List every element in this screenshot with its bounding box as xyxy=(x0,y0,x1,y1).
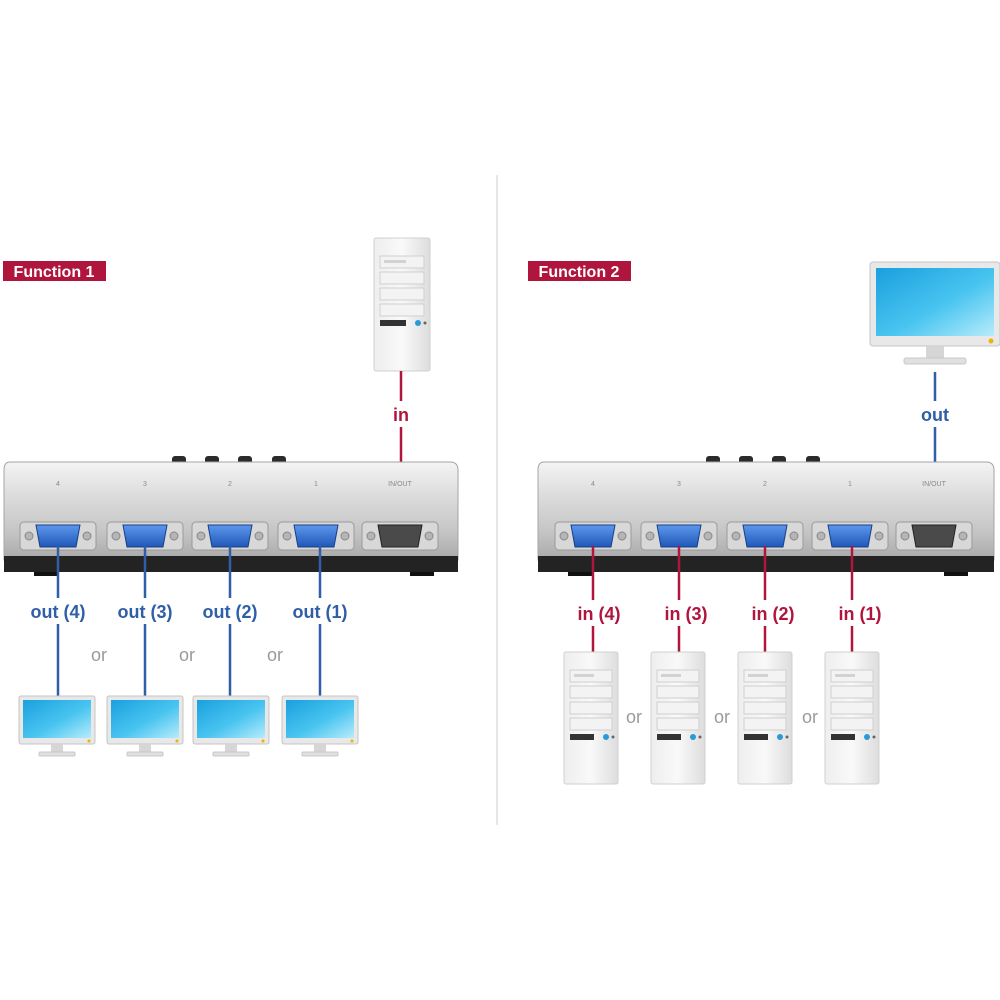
vga-port-3 xyxy=(106,521,184,551)
port-label-4: out (4) xyxy=(31,602,86,622)
port-number-1: 1 xyxy=(314,481,318,488)
vga-port-2 xyxy=(726,521,804,551)
port-number-4: 4 xyxy=(56,481,60,488)
tower-pc-icon xyxy=(650,651,706,785)
tower-pc-icon xyxy=(373,237,431,372)
vga-port-2 xyxy=(191,521,269,551)
function-1-badge: Function 1 xyxy=(3,261,106,281)
tower-pc-icon xyxy=(563,651,619,785)
io-port-label: IN/OUT xyxy=(922,481,946,488)
monitor-icon xyxy=(281,695,359,757)
port-number-2: 2 xyxy=(228,481,232,488)
or-separator: or xyxy=(626,707,642,727)
port-number-4: 4 xyxy=(591,481,595,488)
function-1-badge-text: Function 1 xyxy=(14,264,95,281)
vga-switch-box: 4 3 2 1 IN/OUT xyxy=(3,456,459,576)
vga-port-1 xyxy=(277,521,355,551)
or-separator: or xyxy=(714,707,730,727)
function-2-panel: Function 2 out 4 3 2 1 IN/OUT xyxy=(528,261,1000,785)
or-separator: or xyxy=(802,707,818,727)
port-label-2: out (2) xyxy=(203,602,258,622)
vga-port-io xyxy=(361,521,439,551)
port-label-1: in (1) xyxy=(839,604,882,624)
monitor-icon xyxy=(192,695,270,757)
port-number-3: 3 xyxy=(677,481,681,488)
port-label-3: in (3) xyxy=(665,604,708,624)
vga-port-1 xyxy=(811,521,889,551)
monitor-icon xyxy=(106,695,184,757)
or-separator: or xyxy=(91,645,107,665)
port-number-3: 3 xyxy=(143,481,147,488)
port-number-2: 2 xyxy=(763,481,767,488)
function-1-panel: Function 1 in 4 3 xyxy=(3,237,459,757)
vga-port-3 xyxy=(640,521,718,551)
port-label-4: in (4) xyxy=(578,604,621,624)
io-port-label: IN/OUT xyxy=(388,481,412,488)
function-1-top-label: in xyxy=(393,405,409,425)
port-label-1: out (1) xyxy=(293,602,348,622)
function-2-badge-text: Function 2 xyxy=(539,264,620,281)
function-2-badge: Function 2 xyxy=(528,261,631,281)
port-number-1: 1 xyxy=(848,481,852,488)
or-separator: or xyxy=(179,645,195,665)
tower-pc-icon xyxy=(824,651,880,785)
tower-pc-icon xyxy=(737,651,793,785)
vga-port-4 xyxy=(554,521,632,551)
vga-port-4 xyxy=(19,521,97,551)
or-separator: or xyxy=(267,645,283,665)
port-label-2: in (2) xyxy=(752,604,795,624)
vga-port-io xyxy=(895,521,973,551)
function-2-top-label: out xyxy=(921,405,949,425)
monitor-icon xyxy=(869,261,1000,365)
monitor-icon xyxy=(18,695,96,757)
port-label-3: out (3) xyxy=(118,602,173,622)
